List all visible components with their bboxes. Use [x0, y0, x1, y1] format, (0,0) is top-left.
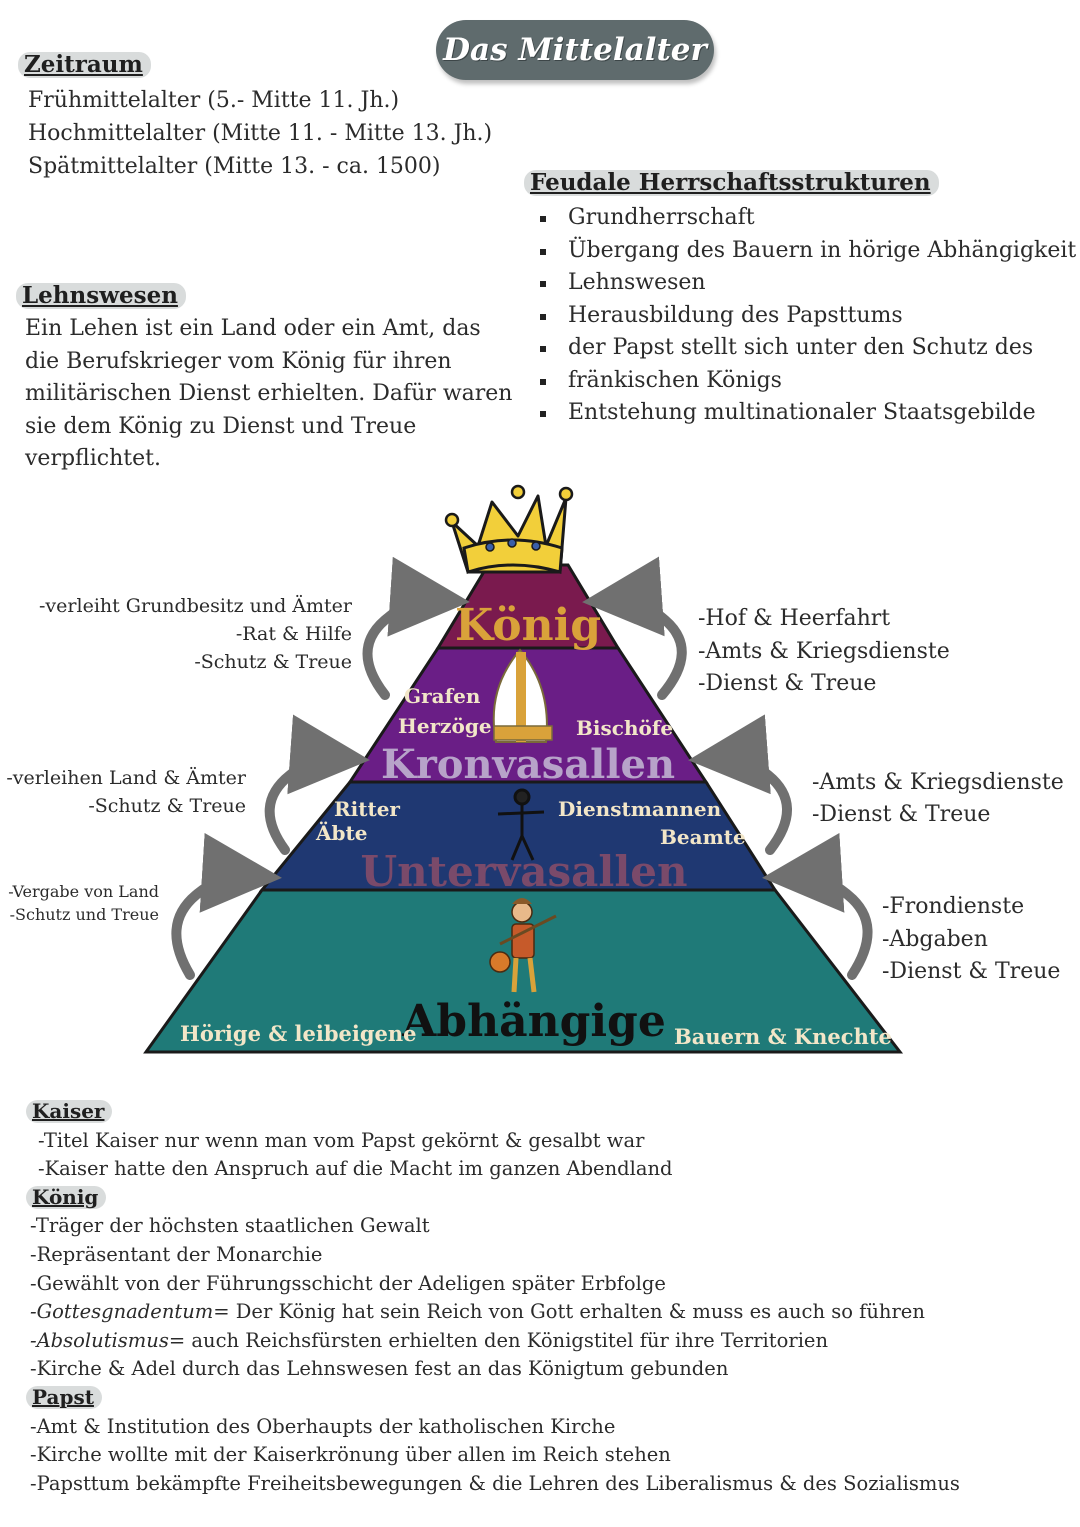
- note-left-2: -Schutz & Treue: [88, 795, 246, 817]
- arrow-right-1: [582, 556, 687, 700]
- bishop-mitre-icon: [492, 648, 553, 743]
- tier-name-koenig: König: [455, 600, 601, 651]
- label-bischoefe: Bischöfe: [576, 716, 673, 740]
- koenig-line: -Träger der höchsten staatlichen Gewalt: [30, 1214, 430, 1238]
- note-right-2: -Dienst & Treue: [812, 802, 990, 827]
- knight-icon: [497, 788, 545, 861]
- kaiser-heading: Kaiser: [26, 1100, 113, 1123]
- label-grafen: Grafen: [404, 684, 481, 708]
- note-left-2: -verleihen Land & Ämter: [6, 766, 247, 789]
- note-right-3: -Dienst & Treue: [882, 959, 1060, 984]
- kaiser-line: -Kaiser hatte den Anspruch auf die Macht…: [38, 1157, 673, 1181]
- label-herzoege: Herzöge: [398, 714, 492, 738]
- gottesgnadentum-term: -Gottesgnadentum: [30, 1300, 214, 1324]
- arrow-left-3: [171, 832, 282, 980]
- tier-name-untervasallen: Untervasallen: [360, 847, 687, 896]
- tier-abhaengige: [143, 888, 904, 1054]
- absolutismus-term: -Absolutismus: [30, 1328, 169, 1352]
- tier-name-kronvasallen: Kronvasallen: [381, 741, 675, 788]
- lehnswesen-line: Ein Lehen ist ein Land oder ein Amt, das: [25, 316, 481, 342]
- feudal-pyramid-diagram: König Kronvasallen Untervasallen Abhängi…: [6, 484, 1064, 1054]
- label-ritter: Ritter: [334, 797, 400, 821]
- zeitraum-heading: Zeitraum: [18, 51, 151, 79]
- lehnswesen-line: militärischen Dienst erhielten. Dafür wa…: [25, 381, 513, 407]
- feudal-item: der Papst stellt sich unter den Schutz d…: [530, 332, 1076, 365]
- note-left-3: -Vergabe von Land: [8, 882, 159, 901]
- koenig-line: -Kirche & Adel durch das Lehnswesen fest…: [30, 1357, 729, 1381]
- lehnswesen-line: die Berufskrieger vom König für ihren: [25, 348, 452, 374]
- feudal-item: Grundherrschaft: [530, 202, 1076, 235]
- note-left-1: -Schutz & Treue: [194, 651, 352, 673]
- label-beamte: Beamte: [660, 825, 746, 849]
- label-bauern: Bauern & Knechte: [674, 1024, 892, 1049]
- label-hoerige: Hörige & leibeigene: [180, 1021, 417, 1046]
- arrow-right-3: [762, 832, 873, 980]
- gottesgnadentum-definition: = Der König hat sein Reich von Gott erha…: [213, 1300, 925, 1324]
- feudal-item-continuation: fränkischen Königs: [530, 365, 1076, 398]
- absolutismus-definition: = auch Reichsfürsten erhielten den König…: [168, 1328, 829, 1352]
- note-right-1: -Amts & Kriegsdienste: [698, 639, 950, 664]
- roles-section: Kaiser -Titel Kaiser nur wenn man vom Pa…: [26, 1098, 960, 1498]
- note-right-3: -Abgaben: [882, 927, 988, 952]
- note-right-1: -Dienst & Treue: [698, 671, 876, 696]
- papst-line: -Papsttum bekämpfte Freiheitsbewegungen …: [30, 1471, 960, 1495]
- arrow-right-2: [688, 714, 792, 855]
- koenig-line: -Repräsentant der Monarchie: [30, 1242, 323, 1266]
- feudal-item: Herausbildung des Papsttums: [530, 300, 1076, 333]
- label-aebte: Äbte: [315, 821, 367, 845]
- koenig-line: -Gewählt von der Führungsschicht der Ade…: [30, 1271, 666, 1295]
- zeitraum-line: Spätmittelalter (Mitte 13. - ca. 1500): [28, 154, 441, 180]
- note-left-1: -verleiht Grundbesitz und Ämter: [39, 594, 353, 617]
- lehnswesen-line: verpflichtet.: [25, 446, 161, 472]
- koenig-heading: König: [26, 1185, 107, 1209]
- feudal-section: Feudale Herrschaftsstrukturen Grundherrs…: [524, 169, 1076, 430]
- zeitraum-section: Zeitraum Frühmittelalter (5.- Mitte 11. …: [18, 51, 493, 183]
- papst-heading: Papst: [26, 1385, 102, 1409]
- feudal-heading: Feudale Herrschaftsstrukturen: [524, 169, 939, 197]
- lehnswesen-section: Lehnswesen Ein Lehen ist ein Land oder e…: [16, 282, 513, 476]
- note-left-3: -Schutz und Treue: [10, 905, 159, 924]
- feudal-item: Entstehung multinationaler Staatsgebilde: [530, 397, 1076, 430]
- kaiser-line: -Titel Kaiser nur wenn man vom Papst gek…: [38, 1128, 645, 1152]
- page-title: Das Mittelalter: [436, 20, 714, 80]
- lehnswesen-line: sie dem König zu Dienst und Treue: [25, 413, 417, 439]
- note-right-2: -Amts & Kriegsdienste: [812, 770, 1064, 795]
- koenig-line-absolutismus: -Absolutismus= auch Reichsfürsten erhiel…: [30, 1327, 960, 1356]
- note-right-3: -Frondienste: [882, 894, 1024, 919]
- peasant-icon: [489, 898, 557, 993]
- note-left-1: -Rat & Hilfe: [236, 623, 352, 645]
- papst-line: -Kirche wollte mit der Kaiserkrönung übe…: [30, 1443, 671, 1467]
- crown-icon: [444, 484, 574, 574]
- feudal-item: Übergang des Bauern in hörige Abhängigke…: [530, 235, 1076, 268]
- arrow-left-2: [264, 714, 370, 855]
- zeitraum-line: Hochmittelalter (Mitte 11. - Mitte 13. J…: [28, 121, 493, 147]
- feudal-item: Lehnswesen: [530, 267, 1076, 300]
- zeitraum-line: Frühmittelalter (5.- Mitte 11. Jh.): [28, 88, 400, 114]
- lehnswesen-heading: Lehnswesen: [16, 282, 186, 310]
- arrow-left-1: [362, 556, 470, 700]
- note-right-1: -Hof & Heerfahrt: [698, 606, 890, 631]
- papst-line: -Amt & Institution des Oberhaupts der ka…: [30, 1414, 616, 1438]
- tier-name-abhaengige: Abhängige: [401, 996, 666, 1047]
- koenig-line-gottesgnadentum: -Gottesgnadentum= Der König hat sein Rei…: [30, 1298, 960, 1327]
- label-dienstmannen: Dienstmannen: [558, 797, 722, 821]
